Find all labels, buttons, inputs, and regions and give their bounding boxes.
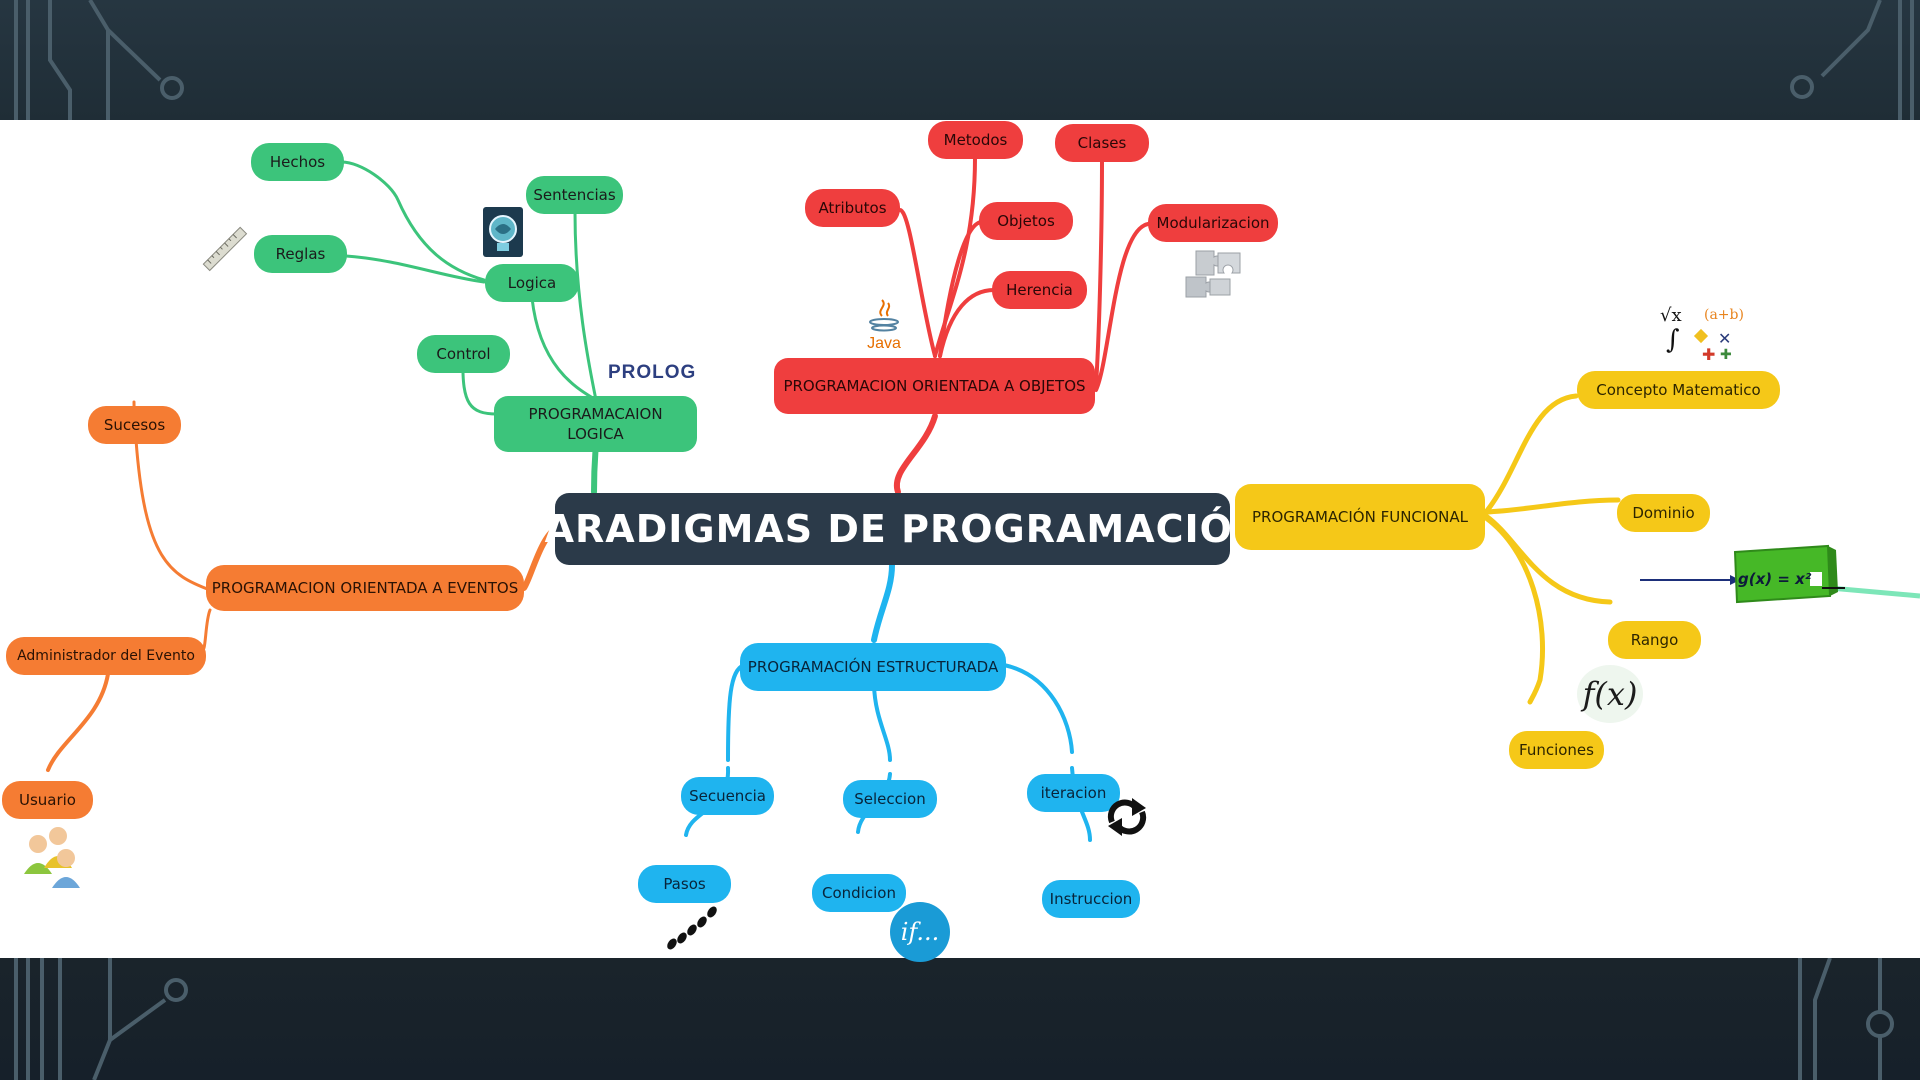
prolog-logo: PROLOG [608, 362, 697, 383]
funcional-concepto[interactable]: Concepto Matematico [1577, 371, 1780, 409]
link-logicanode-hechos [340, 160, 486, 282]
estructurada-secuencia[interactable]: Secuencia [681, 777, 774, 815]
objetos-clases[interactable]: Clases [1055, 124, 1149, 162]
link-funcional-dominio [1483, 497, 1621, 515]
branch-eventos[interactable]: PROGRAMACION ORIENTADA A EVENTOS [206, 565, 524, 611]
estructurada-condicion[interactable]: Condicion [812, 874, 906, 912]
bottom-frame-band [0, 958, 1920, 1080]
loop-arrows-icon [1102, 794, 1152, 840]
link-central-estructurada [871, 562, 895, 643]
funcional-rango[interactable]: Rango [1608, 621, 1701, 659]
branch-objetos[interactable]: PROGRAMACION ORIENTADA A OBJETOS [774, 358, 1095, 414]
branch-funcional[interactable]: PROGRAMACIÓN FUNCIONAL [1235, 484, 1485, 550]
top-frame-band [0, 0, 1920, 120]
fx-icon: f(x) [1577, 665, 1643, 723]
logica-sentencias[interactable]: Sentencias [526, 176, 623, 214]
objetos-herencia[interactable]: Herencia [992, 271, 1087, 309]
central-topic[interactable]: PARADIGMAS DE PROGRAMACIÓN [519, 493, 1265, 565]
objetos-atributos[interactable]: Atributos [805, 189, 900, 227]
link-funcional-concepto [1483, 393, 1579, 515]
branch-estructurada[interactable]: PROGRAMACIÓN ESTRUCTURADA [740, 643, 1006, 691]
link-funcional-funciones [1483, 515, 1545, 705]
branch-logica[interactable]: PROGRAMACAION LOGICA [494, 396, 697, 452]
link-administrador-usuario [46, 672, 110, 772]
logica-logica[interactable]: Logica [485, 264, 579, 302]
link-central-objetos [893, 413, 938, 495]
link-objetos-clases [1094, 158, 1104, 388]
link-eventos-administrador [202, 608, 212, 650]
brain-icon [483, 207, 523, 257]
link-central-eventos [521, 527, 557, 591]
link-objetos-objetos [938, 220, 984, 358]
link-estructurada-iteracion [1002, 663, 1074, 754]
estructurada-instruccion[interactable]: Instruccion [1042, 880, 1140, 918]
objetos-metodos[interactable]: Metodos [928, 121, 1023, 159]
if-icon: if... [890, 902, 950, 962]
math-symbols-icon: √x ∫ (a+b) ✕ ✚ ✚ [1660, 305, 1744, 364]
link-objetos-modularizacion [1094, 222, 1150, 392]
ruler-icon [200, 222, 252, 278]
logica-reglas[interactable]: Reglas [254, 235, 347, 273]
link-logica-sentencias [573, 210, 598, 402]
link-objetos-herencia [938, 288, 996, 358]
objetos-objetos[interactable]: Objetos [979, 202, 1073, 240]
eventos-sucesos[interactable]: Sucesos [88, 406, 181, 444]
logica-control[interactable]: Control [417, 335, 510, 373]
estructurada-pasos[interactable]: Pasos [638, 865, 731, 903]
link-objetos-atributos [898, 208, 937, 358]
puzzle-icon [1182, 247, 1252, 301]
mind-map-links [46, 156, 1621, 842]
funcional-dominio[interactable]: Dominio [1617, 494, 1710, 532]
footsteps-icon [664, 902, 720, 952]
link-estructurada-secuencia [726, 663, 746, 762]
link-funcional-rango [1483, 513, 1613, 605]
users-icon [16, 822, 86, 888]
eventos-administrador[interactable]: Administrador del Evento [6, 637, 206, 675]
link-logicanode-reglas [344, 254, 486, 284]
estructurada-iteracion[interactable]: iteracion [1027, 774, 1120, 812]
java-logo: Java [858, 298, 910, 354]
funcional-funciones[interactable]: Funciones [1509, 731, 1604, 769]
estructurada-seleccion[interactable]: Seleccion [843, 780, 937, 818]
link-estructurada-seleccion [872, 683, 892, 762]
logica-hechos[interactable]: Hechos [251, 143, 344, 181]
eventos-usuario[interactable]: Usuario [2, 781, 93, 819]
objetos-modularizacion[interactable]: Modularizacion [1148, 204, 1278, 242]
link-objetos-metodos [933, 156, 977, 358]
function-machine-icon: g(x) = x² [1640, 540, 1920, 610]
